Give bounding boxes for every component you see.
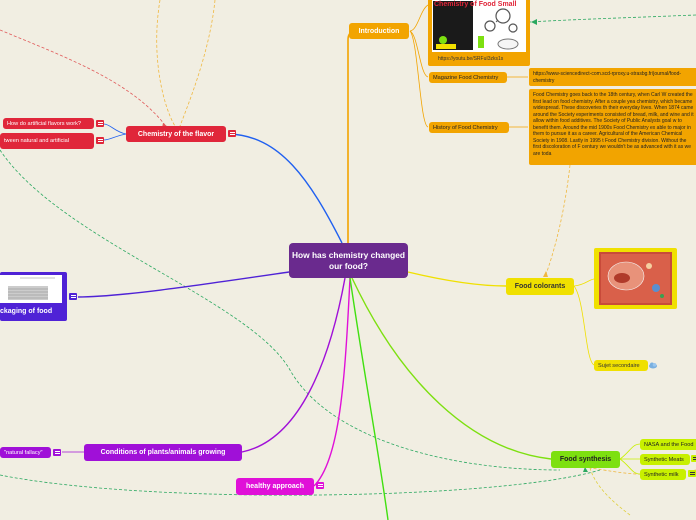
branch-food-synthesis[interactable]: Food synthesis [551,451,620,468]
video-thumbnail-image: Chemistry of Food Small [432,0,526,52]
packaging-image [0,275,62,303]
arrowhead-green-top [531,19,537,25]
packaging-label: ckaging of food [0,308,53,315]
arrowhead-colorants [543,271,548,277]
central-topic[interactable]: How has chemistry changed our food? [289,243,408,278]
crosslink-flavor-red [0,29,166,126]
flavor-sub-artificial-flavors[interactable]: How do artificial flavors work? [3,118,94,129]
link-flavor-sub2 [103,133,127,141]
link-bottom-green [349,277,389,520]
link-introduction [347,30,357,243]
link-colorants [407,271,507,287]
crosslink-yellow-right [589,467,631,516]
link-flavor-sub1 [103,123,127,135]
video-url[interactable]: https://youtu.be/SRFuI3zks1s [438,56,504,62]
cloud-icon[interactable] [648,361,658,369]
note-icon[interactable] [228,130,236,137]
crosslink-green-left [0,149,561,471]
link-intro-video [409,4,429,32]
colorants-sub-sujet[interactable]: Sujet secondaire [594,360,648,371]
note-icon[interactable] [69,293,77,300]
note-icon[interactable] [53,449,61,456]
branch-introduction[interactable]: Introduction [349,23,409,39]
link-colorants-image [573,278,595,287]
intro-magazine-url[interactable]: https://www-sciencedirect-com.scd-rproxy… [529,68,696,86]
crosslink-green-top [529,14,696,23]
link-synthesis [351,277,552,460]
link-healthy [313,277,351,487]
intro-magazine-label[interactable]: Magazine Food Chemistry [429,72,507,83]
synthesis-sub-nasa[interactable]: NASA and the Food [640,439,696,450]
link-packaging [77,271,290,298]
note-icon[interactable] [96,120,104,127]
branch-packaging[interactable]: ckaging of food [0,272,67,321]
link-conditions [241,277,346,453]
colorants-image-content [599,252,672,305]
note-icon[interactable] [691,455,696,462]
flavor-sub-natural-vs-artificial[interactable]: tween natural and artificial [0,133,94,149]
branch-healthy-approach[interactable]: healthy approach [236,478,314,495]
intro-history-text: Food Chemistry goes back to the 18th cen… [529,89,696,165]
synthesis-sub-synthetic-meats[interactable]: Synthetic Meats [640,454,690,465]
intro-history-label[interactable]: History of Food Chemistry [429,122,509,133]
crosslink-orange-colorants [544,164,571,278]
link-synth-sub1 [619,443,641,460]
link-intro-history [409,30,429,128]
link-synth-sub3 [619,458,641,475]
video-title-line1: Chemistry of Food Small [434,1,517,8]
note-icon[interactable] [96,137,104,144]
branch-food-colorants[interactable]: Food colorants [506,278,574,295]
crosslink-orange-top2 [179,0,216,127]
note-icon[interactable] [316,482,324,489]
link-colorants-sujet [573,285,595,366]
link-flavor [227,133,343,244]
branch-chemistry-of-flavor[interactable]: Chemistry of the flavor [126,126,226,142]
conditions-sub-natural-fallacy[interactable]: "natural fallacy" [0,447,51,458]
colorants-image[interactable] [594,248,677,309]
branch-conditions-plants-animals[interactable]: Conditions of plants/animals growing [84,444,242,461]
crosslink-green-bottom [0,469,601,496]
synthesis-sub-synthetic-milk[interactable]: Synthetic milk [640,469,686,480]
link-intro-magazine [409,30,429,78]
arrowhead-synthesis [583,467,588,472]
crosslink-orange-top [156,0,176,127]
video-thumbnail[interactable]: Chemistry of Food Small https://youtu.be… [428,0,530,66]
note-icon[interactable] [688,470,696,477]
